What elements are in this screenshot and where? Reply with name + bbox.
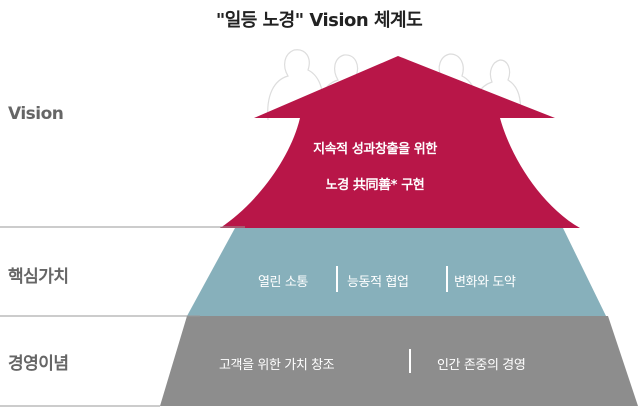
philosophy-1: 고객을 위한 가치 창조 — [219, 358, 335, 373]
separator — [446, 266, 448, 292]
vision-statement-line1: 지속적 성과창출을 위한 — [313, 142, 437, 157]
vision-arrow — [220, 56, 580, 228]
separator — [336, 266, 338, 292]
row-label-core-values: 핵심가치 — [8, 267, 69, 287]
core-value-3: 변화와 도약 — [454, 275, 516, 290]
diagram-title: "일등 노경" Vision 체계도 — [215, 10, 423, 31]
separator — [409, 349, 411, 373]
core-values-band — [187, 228, 606, 316]
vision-statement-line2: 노경 共同善* 구현 — [325, 178, 425, 193]
row-label-vision: Vision — [8, 104, 64, 124]
row-label-philosophy: 경영이념 — [8, 354, 69, 374]
philosophy-band — [160, 316, 638, 406]
core-value-2: 능동적 협업 — [347, 275, 409, 290]
core-value-1: 열린 소통 — [258, 275, 308, 290]
philosophy-2: 인간 존중의 경영 — [437, 358, 526, 373]
